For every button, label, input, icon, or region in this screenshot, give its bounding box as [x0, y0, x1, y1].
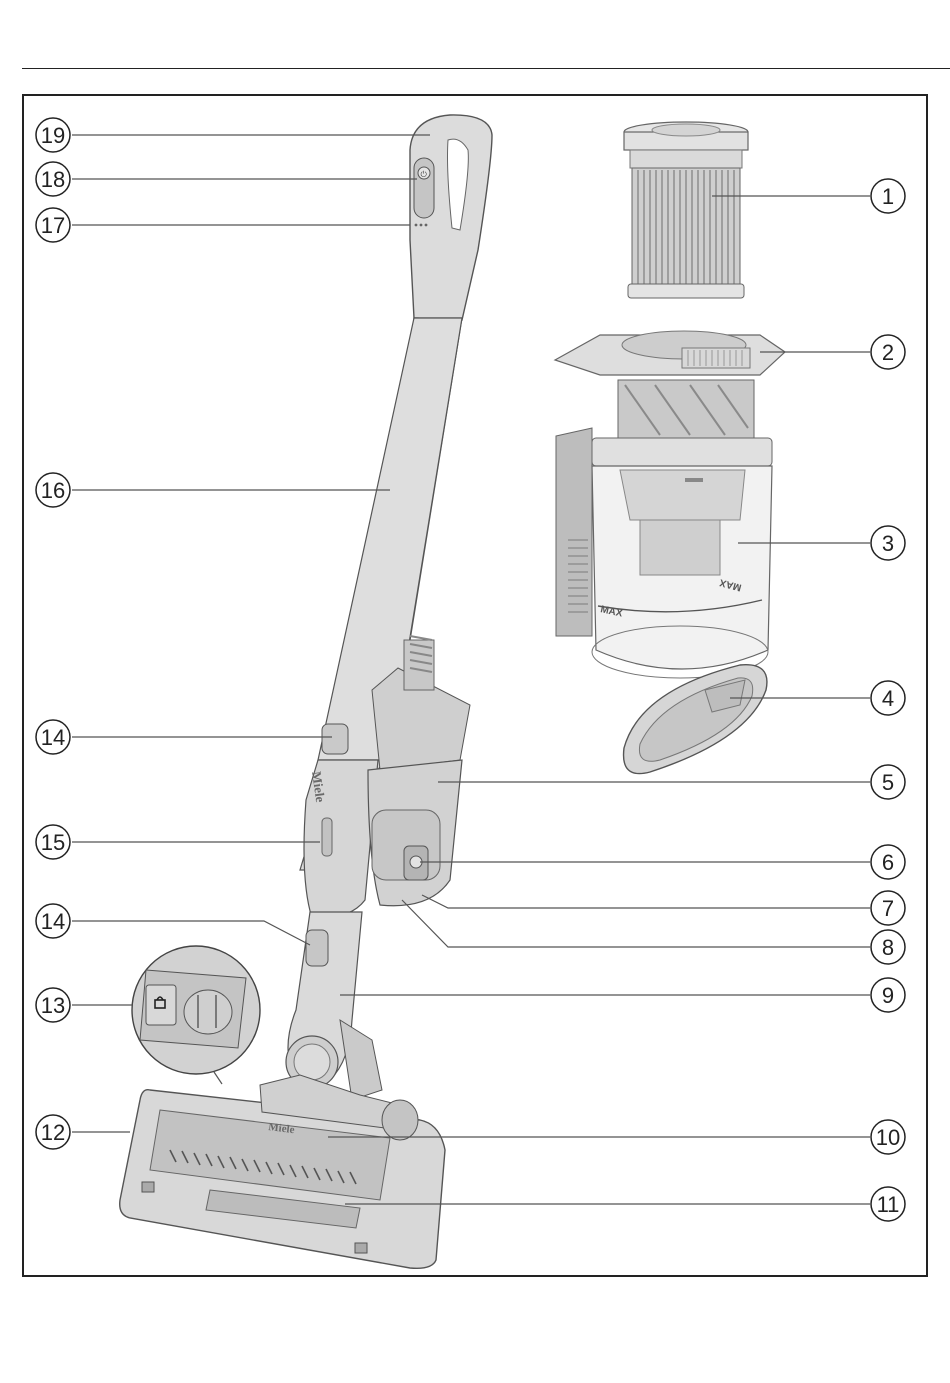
callout-17: 17	[36, 208, 70, 242]
callout-5: 5	[871, 765, 905, 799]
svg-text:10: 10	[876, 1125, 900, 1150]
callout-14-lower: 14	[36, 904, 70, 938]
filter-cartridge	[624, 122, 748, 298]
svg-text:8: 8	[882, 935, 894, 960]
container-lid	[624, 665, 767, 774]
callout-9: 9	[871, 978, 905, 1012]
callout-15: 15	[36, 825, 70, 859]
svg-text:13: 13	[41, 993, 65, 1018]
svg-text:4: 4	[882, 686, 894, 711]
svg-text:15: 15	[41, 830, 65, 855]
callout-10: 10	[871, 1120, 905, 1154]
callout-19: 19	[36, 118, 70, 152]
callout-12: 12	[36, 1115, 70, 1149]
callout-8: 8	[871, 930, 905, 964]
svg-text:3: 3	[882, 531, 894, 556]
callout-4: 4	[871, 681, 905, 715]
callout-14-upper: 14	[36, 720, 70, 754]
svg-text:17: 17	[41, 213, 65, 238]
svg-text:2: 2	[882, 340, 894, 365]
svg-text:7: 7	[882, 896, 894, 921]
power-icon: ⏻	[421, 170, 428, 179]
callouts-right: 1 2 3 4 5 6 7 8 9 10 11	[871, 179, 905, 1221]
svg-text:16: 16	[41, 478, 65, 503]
callout-13: 13	[36, 988, 70, 1022]
svg-text:14: 14	[41, 909, 65, 934]
svg-text:19: 19	[41, 123, 65, 148]
svg-text:11: 11	[877, 1192, 900, 1217]
callout-1: 1	[871, 179, 905, 213]
svg-text:1: 1	[882, 184, 894, 209]
callout-6: 6	[871, 845, 905, 879]
callout-16: 16	[36, 473, 70, 507]
svg-text:5: 5	[882, 770, 894, 795]
callout-2: 2	[871, 335, 905, 369]
callouts-left: 19 18 17 16 14 15 14 13 12	[36, 118, 70, 1149]
tube-and-motor-body: Miele	[300, 318, 470, 918]
svg-text:14: 14	[41, 725, 65, 750]
callout-11: 11	[871, 1187, 905, 1221]
floorhead: Miele	[120, 1075, 445, 1268]
svg-text:12: 12	[41, 1120, 65, 1145]
callout-7: 7	[871, 891, 905, 925]
svg-text:6: 6	[882, 850, 894, 875]
dust-container: MAX MAX	[556, 428, 772, 678]
svg-text:9: 9	[882, 983, 894, 1008]
svg-text:18: 18	[41, 167, 65, 192]
callout-18: 18	[36, 162, 70, 196]
callout-3: 3	[871, 526, 905, 560]
lock-detail-magnifier	[132, 946, 260, 1084]
handle: ⏻	[410, 115, 492, 320]
